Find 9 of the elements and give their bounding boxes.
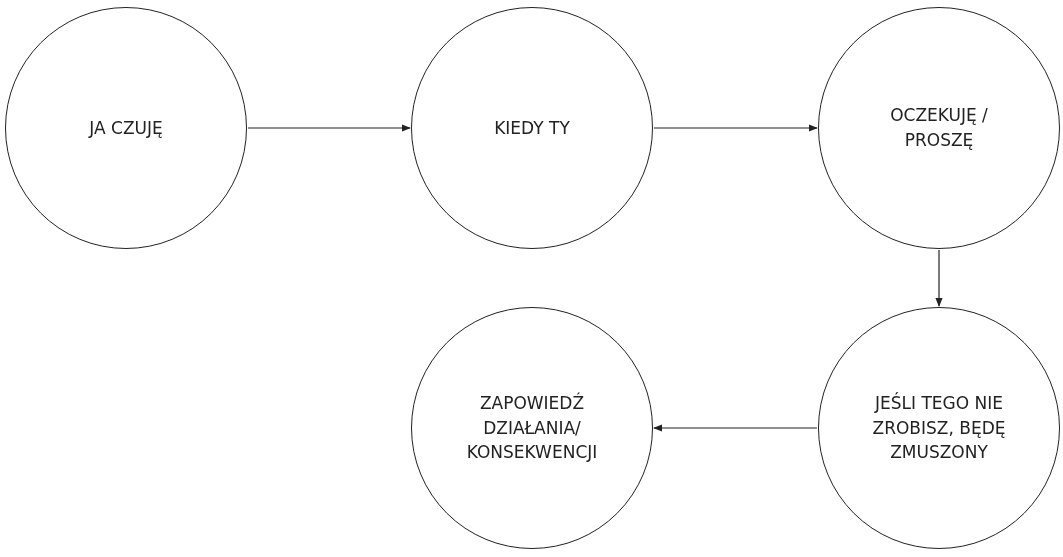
arrow <box>653 424 818 432</box>
node-label: KIEDY TY <box>494 116 570 140</box>
node-label: ZAPOWIEDŹ DZIAŁANIA/ KONSEKWENCJI <box>465 391 599 465</box>
node-label: OCZEKUJĘ / PROSZĘ <box>889 104 989 152</box>
arrow <box>247 124 411 132</box>
arrow <box>653 124 818 132</box>
node-label: JA CZUJĘ <box>89 116 163 140</box>
node-label: JEŚLI TEGO NIE ZROBISZ, BĘDĘ ZMUSZONY <box>871 391 1007 465</box>
arrow <box>935 249 943 307</box>
